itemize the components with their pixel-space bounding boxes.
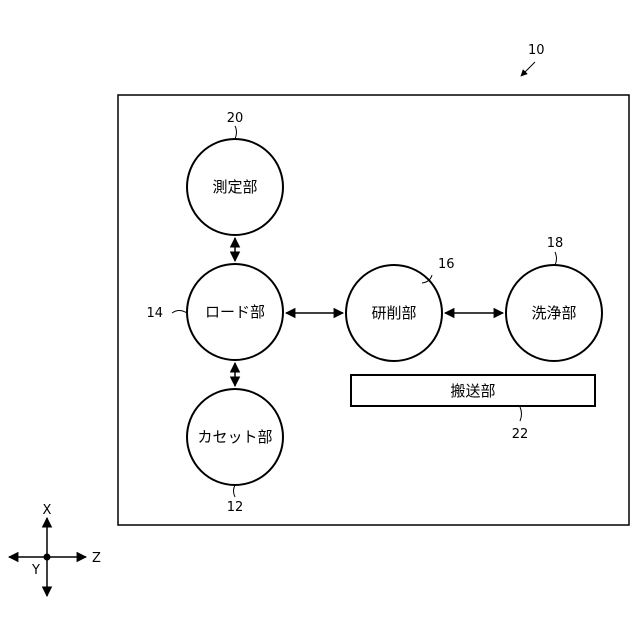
cassette-ref-leader xyxy=(234,485,236,497)
cleaning-unit-label: 洗浄部 xyxy=(531,304,576,322)
polishing-unit-label: 研削部 xyxy=(371,304,416,322)
measurement-unit-label: 測定部 xyxy=(212,178,257,196)
measurement-unit-ref: 20 xyxy=(227,111,244,126)
transfer-ref-leader xyxy=(520,407,522,421)
y-axis-label: Y xyxy=(31,563,40,578)
transfer-unit-label: 搬送部 xyxy=(450,382,495,400)
measurement-ref-leader xyxy=(235,126,237,139)
cleaning-unit-ref: 18 xyxy=(547,236,564,251)
load-unit-ref: 14 xyxy=(146,306,163,321)
z-axis-label: Z xyxy=(92,551,101,566)
coordinate-axes: X Y Z xyxy=(9,503,101,596)
cassette-unit-label: カセット部 xyxy=(197,428,272,446)
system-ref-label: 10 xyxy=(528,43,545,58)
load-unit-label: ロード部 xyxy=(205,303,265,321)
system-ref-leader xyxy=(521,62,535,76)
cassette-unit-ref: 12 xyxy=(227,500,244,515)
load-ref-leader xyxy=(172,311,187,314)
x-axis-label: X xyxy=(43,503,52,518)
cleaning-ref-leader xyxy=(555,252,557,265)
transfer-unit-ref: 22 xyxy=(512,427,529,442)
y-axis-dot xyxy=(44,554,51,561)
polishing-unit-ref: 16 xyxy=(438,257,455,272)
